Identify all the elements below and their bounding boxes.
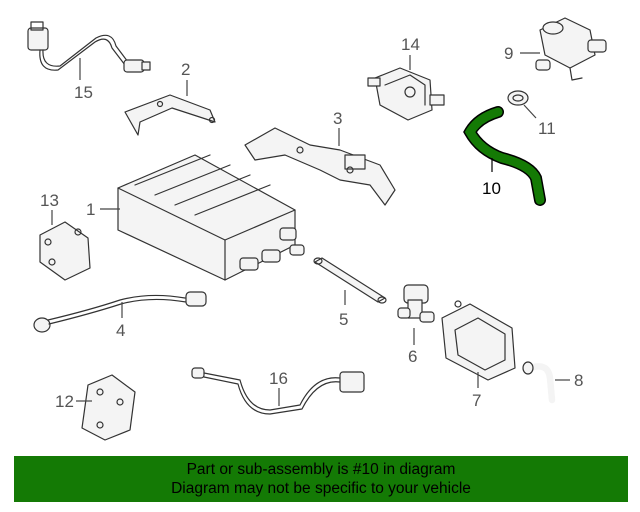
info-banner: Part or sub-assembly is #10 in diagram D… xyxy=(14,456,628,502)
banner-line-2: Diagram may not be specific to your vehi… xyxy=(171,480,471,497)
part-11-clamp xyxy=(507,90,529,106)
callout-14: 14 xyxy=(401,35,420,54)
part-14-valve xyxy=(367,67,445,121)
part-7-cover xyxy=(441,300,516,381)
callout-5: 5 xyxy=(339,310,348,329)
callout-6: 6 xyxy=(408,347,417,366)
callout-13: 13 xyxy=(40,191,59,210)
callout-9: 9 xyxy=(504,44,513,63)
callout-12: 12 xyxy=(55,392,74,411)
callout-4: 4 xyxy=(116,321,125,340)
callout-15: 15 xyxy=(74,83,93,102)
part-3-mount xyxy=(244,127,396,206)
part-5-tube xyxy=(313,257,387,304)
part-2-bracket xyxy=(124,94,216,136)
callout-3: 3 xyxy=(333,109,342,128)
part-15-sensor-harness xyxy=(27,21,151,73)
part-16-sensor-harness xyxy=(191,367,365,415)
callout-7: 7 xyxy=(472,391,481,410)
part-10-hose xyxy=(463,106,546,206)
part-12-bracket xyxy=(81,374,136,441)
banner-line-1: Part or sub-assembly is #10 in diagram xyxy=(186,461,456,478)
callout-16: 16 xyxy=(269,369,288,388)
callout-10: 10 xyxy=(482,179,501,198)
part-6-check-valve xyxy=(397,284,435,323)
callout-8: 8 xyxy=(574,371,583,390)
part-9-solenoid xyxy=(535,17,607,81)
callout-2: 2 xyxy=(181,60,190,79)
parts-diagram: 15 2 14 9 11 10 xyxy=(27,17,607,441)
callout-11: 11 xyxy=(538,119,556,138)
callout-1: 1 xyxy=(86,200,95,219)
part-8-hose-elbow xyxy=(522,361,556,404)
part-1-canister xyxy=(117,154,305,281)
part-13-sensor xyxy=(39,221,91,281)
part-4-sensor-wire xyxy=(33,291,207,333)
